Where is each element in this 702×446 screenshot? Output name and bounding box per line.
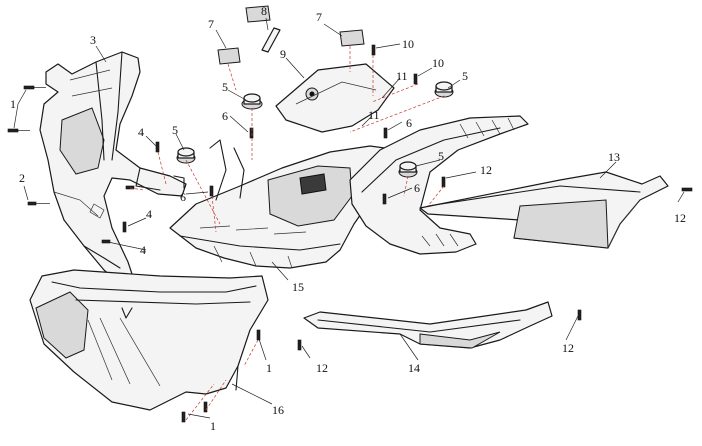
callout-1b: 1 bbox=[266, 361, 272, 375]
callout-12c: 12 bbox=[316, 361, 328, 375]
callout-6d: 6 bbox=[414, 181, 420, 195]
part-9-cover-plate bbox=[275, 63, 395, 133]
screw-1d bbox=[203, 401, 208, 413]
grommet-c bbox=[434, 81, 454, 98]
callout-6b: 6 bbox=[180, 190, 186, 204]
screw-1b bbox=[256, 329, 261, 341]
grommet-a bbox=[241, 93, 263, 110]
screw-11 bbox=[413, 73, 418, 85]
screw-6c bbox=[383, 127, 388, 139]
screw-4b bbox=[122, 221, 127, 233]
part-3-inner-leg-shield bbox=[39, 51, 187, 285]
screws bbox=[7, 44, 693, 423]
grommet-d bbox=[398, 161, 418, 178]
callout-5d: 5 bbox=[438, 149, 444, 163]
part-5-grommets bbox=[176, 81, 454, 178]
screw-10 bbox=[371, 44, 376, 56]
grommet-b bbox=[176, 147, 196, 164]
callout-9: 9 bbox=[280, 47, 286, 61]
callout-1c: 1 bbox=[210, 419, 216, 433]
callout-4a: 4 bbox=[138, 125, 144, 139]
callout-12b: 12 bbox=[674, 211, 686, 225]
callout-5c: 5 bbox=[462, 69, 468, 83]
part-8-strip bbox=[261, 27, 281, 53]
callout-14: 14 bbox=[408, 361, 420, 375]
callout-10b: 10 bbox=[432, 56, 444, 70]
screw-2 bbox=[27, 201, 50, 206]
screw-12d bbox=[577, 309, 582, 321]
screw-1c bbox=[181, 411, 186, 423]
screw-12c bbox=[297, 339, 302, 351]
callout-5b: 5 bbox=[222, 80, 228, 94]
assembly-lines bbox=[129, 46, 445, 421]
callout-4c: 4 bbox=[140, 243, 146, 257]
callout-5a: 5 bbox=[172, 123, 178, 137]
part-16-front-lower-cover bbox=[29, 269, 269, 411]
part-13-side-rail bbox=[419, 171, 669, 249]
screw-1a-top bbox=[23, 85, 46, 90]
callout-15: 15 bbox=[292, 280, 304, 294]
callout-2: 2 bbox=[19, 171, 25, 185]
screw-6d bbox=[382, 193, 387, 205]
screw-1a-bottom bbox=[7, 128, 30, 133]
callout-8: 8 bbox=[261, 4, 267, 18]
callout-4b: 4 bbox=[146, 207, 152, 221]
screw-4c bbox=[101, 239, 111, 244]
callout-3: 3 bbox=[90, 33, 96, 47]
callout-6c: 6 bbox=[406, 116, 412, 130]
screw-12b bbox=[681, 187, 693, 192]
screw-4d bbox=[125, 185, 135, 190]
callout-1a: 1 bbox=[10, 97, 16, 111]
part-7-pad-right bbox=[339, 29, 365, 47]
callout-16: 16 bbox=[272, 403, 284, 417]
screw-12a bbox=[441, 176, 446, 188]
callout-leaders bbox=[13, 17, 685, 419]
screw-4a bbox=[155, 141, 160, 153]
callout-10a: 10 bbox=[402, 37, 414, 51]
part-14-lower-rail bbox=[303, 301, 553, 349]
callout-13: 13 bbox=[608, 150, 620, 164]
callout-6a: 6 bbox=[222, 109, 228, 123]
callout-7b: 7 bbox=[316, 10, 322, 24]
part-7-pad-top bbox=[245, 5, 271, 23]
callout-11a: 11 bbox=[396, 69, 408, 83]
callout-12d: 12 bbox=[562, 341, 574, 355]
callout-11b: 11 bbox=[368, 108, 380, 122]
callout-12a: 12 bbox=[480, 163, 492, 177]
screw-6b bbox=[209, 185, 214, 197]
part-15-right-section bbox=[349, 115, 529, 255]
screw-6a bbox=[249, 127, 254, 139]
callout-labels: 1 1 1 2 3 4 4 4 5 5 5 5 6 6 6 6 7 7 8 9 … bbox=[10, 4, 686, 433]
part-7-pad-left bbox=[217, 47, 241, 65]
callout-7a: 7 bbox=[208, 17, 214, 31]
